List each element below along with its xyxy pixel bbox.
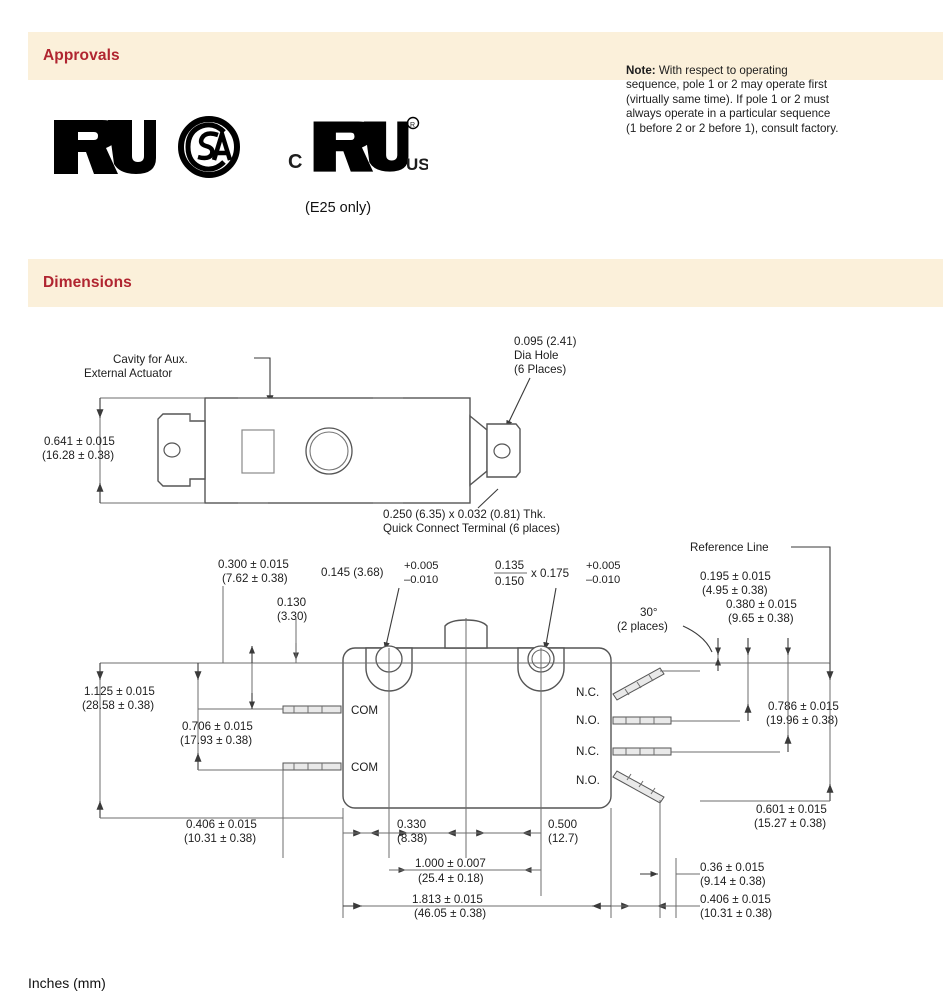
dim-036-mm: (9.14 ± 0.38) (700, 875, 766, 888)
dim-0300-mm: (7.62 ± 0.38) (222, 572, 288, 585)
dim-0706-mm: (17.93 ± 0.38) (180, 734, 252, 747)
dimension-drawings: Cavity for Aux. External Actuator 0.095 … (0, 318, 943, 958)
dim-0330-inches: 0.330 (397, 818, 426, 831)
top-height-mm: (16.28 ± 0.38) (42, 449, 114, 462)
dim-1813-mm: (46.05 ± 0.38) (414, 907, 486, 920)
dim-0406b-mm: (10.31 ± 0.38) (700, 907, 772, 920)
dim-0406b-inches: 0.406 ± 0.015 (700, 893, 771, 906)
dia-hole-line2: Dia Hole (514, 349, 558, 362)
top-height-inches: 0.641 ± 0.015 (44, 435, 115, 448)
quick-connect-line2: Quick Connect Terminal (6 places) (383, 522, 560, 535)
dim-0406-mm: (10.31 ± 0.38) (184, 832, 256, 845)
angle-label-line1: 30° (640, 606, 658, 619)
svg-text:R: R (410, 122, 415, 129)
dim-0300-inches: 0.300 ± 0.015 (218, 558, 289, 571)
dim-036-inches: 0.36 ± 0.015 (700, 861, 764, 874)
dim-0195-mm: (4.95 ± 0.38) (702, 584, 768, 597)
terminal-right-no-2 (612, 770, 665, 858)
operating-sequence-note: Note: With respect to operating sequence… (626, 64, 841, 136)
dim-0145: 0.145 (3.68) (321, 566, 384, 579)
terminal-label-com-2: COM (351, 761, 378, 774)
dim-1125-mm: (28.58 ± 0.38) (82, 699, 154, 712)
units-footer: Inches (mm) (28, 975, 106, 991)
terminal-right-nc-1 (612, 667, 700, 701)
e25-only-caption: (E25 only) (305, 200, 372, 216)
dim-0500-mm: (12.7) (548, 832, 578, 845)
dim-1000-inches: 1.000 ± 0.007 (415, 857, 486, 870)
dimensions-heading: Dimensions (43, 274, 132, 291)
dim-0601-mm: (15.27 ± 0.38) (754, 817, 826, 830)
slot-tol-plus: +0.005 (586, 560, 621, 572)
terminal-right-no-1 (612, 716, 740, 725)
dim-0145-tol-minus: –0.010 (404, 574, 438, 586)
dim-0145-tol-plus: +0.005 (404, 560, 439, 572)
section-header-approvals: Approvals (28, 32, 943, 80)
slot-dim-numerator: 0.135 (495, 559, 524, 572)
ul-recognized-mark-icon (54, 120, 156, 174)
terminal-label-nc-1: N.C. (576, 686, 599, 699)
dim-0786-mm: (19.96 ± 0.38) (766, 714, 838, 727)
dim-1000-mm: (25.4 ± 0.18) (418, 872, 484, 885)
dim-0380-inches: 0.380 ± 0.015 (726, 598, 797, 611)
top-view-drawing: Cavity for Aux. External Actuator 0.095 … (42, 335, 577, 535)
terminal-left-com-1 (282, 705, 342, 714)
dim-1125-inches: 1.125 ± 0.015 (84, 685, 155, 698)
svg-text:C: C (288, 151, 302, 173)
dia-hole-line1: 0.095 (2.41) (514, 335, 577, 348)
dim-1813-inches: 1.813 ± 0.015 (412, 893, 483, 906)
svg-text:US: US (406, 155, 428, 174)
cavity-callout-line2: External Actuator (84, 367, 172, 380)
dim-0601-inches: 0.601 ± 0.015 (756, 803, 827, 816)
angle-label-line2: (2 places) (617, 620, 668, 633)
section-header-dimensions: Dimensions (28, 259, 943, 307)
c-ul-us-mark-icon: C R US (288, 116, 428, 174)
terminal-label-no-1: N.O. (576, 714, 600, 727)
cavity-callout-line1: Cavity for Aux. (113, 353, 188, 366)
dim-0406-inches: 0.406 ± 0.015 (186, 818, 257, 831)
dim-0706-inches: 0.706 ± 0.015 (182, 720, 253, 733)
note-label: Note: (626, 64, 656, 77)
dim-0195-inches: 0.195 ± 0.015 (700, 570, 771, 583)
approval-logos: C R US (0, 100, 520, 230)
terminal-left-com-2 (282, 762, 342, 771)
reference-line-label: Reference Line (690, 541, 769, 554)
terminal-label-no-2: N.O. (576, 774, 600, 787)
terminal-label-nc-2: N.C. (576, 745, 599, 758)
dim-0380-mm: (9.65 ± 0.38) (728, 612, 794, 625)
dim-0130-inches: 0.130 (277, 596, 306, 609)
slot-dim-multiplier: x 0.175 (531, 567, 569, 580)
dim-0786-inches: 0.786 ± 0.015 (768, 700, 839, 713)
dim-0500-inches: 0.500 (548, 818, 577, 831)
terminal-label-com-1: COM (351, 704, 378, 717)
dia-hole-line3: (6 Places) (514, 363, 566, 376)
dim-0130-mm: (3.30) (277, 610, 307, 623)
front-view-drawing: 0.300 ± 0.015 (7.62 ± 0.38) 0.130 (3.30)… (82, 541, 839, 920)
terminal-right-nc-2 (612, 747, 780, 756)
dim-0330-mm: (8.38) (397, 832, 427, 845)
approvals-heading: Approvals (43, 47, 120, 64)
note-text: With respect to operating sequence, pole… (626, 64, 839, 135)
quick-connect-line1: 0.250 (6.35) x 0.032 (0.81) Thk. (383, 508, 546, 521)
slot-tol-minus: –0.010 (586, 574, 620, 586)
csa-mark-icon (178, 116, 240, 178)
slot-dim-denominator: 0.150 (495, 575, 524, 588)
